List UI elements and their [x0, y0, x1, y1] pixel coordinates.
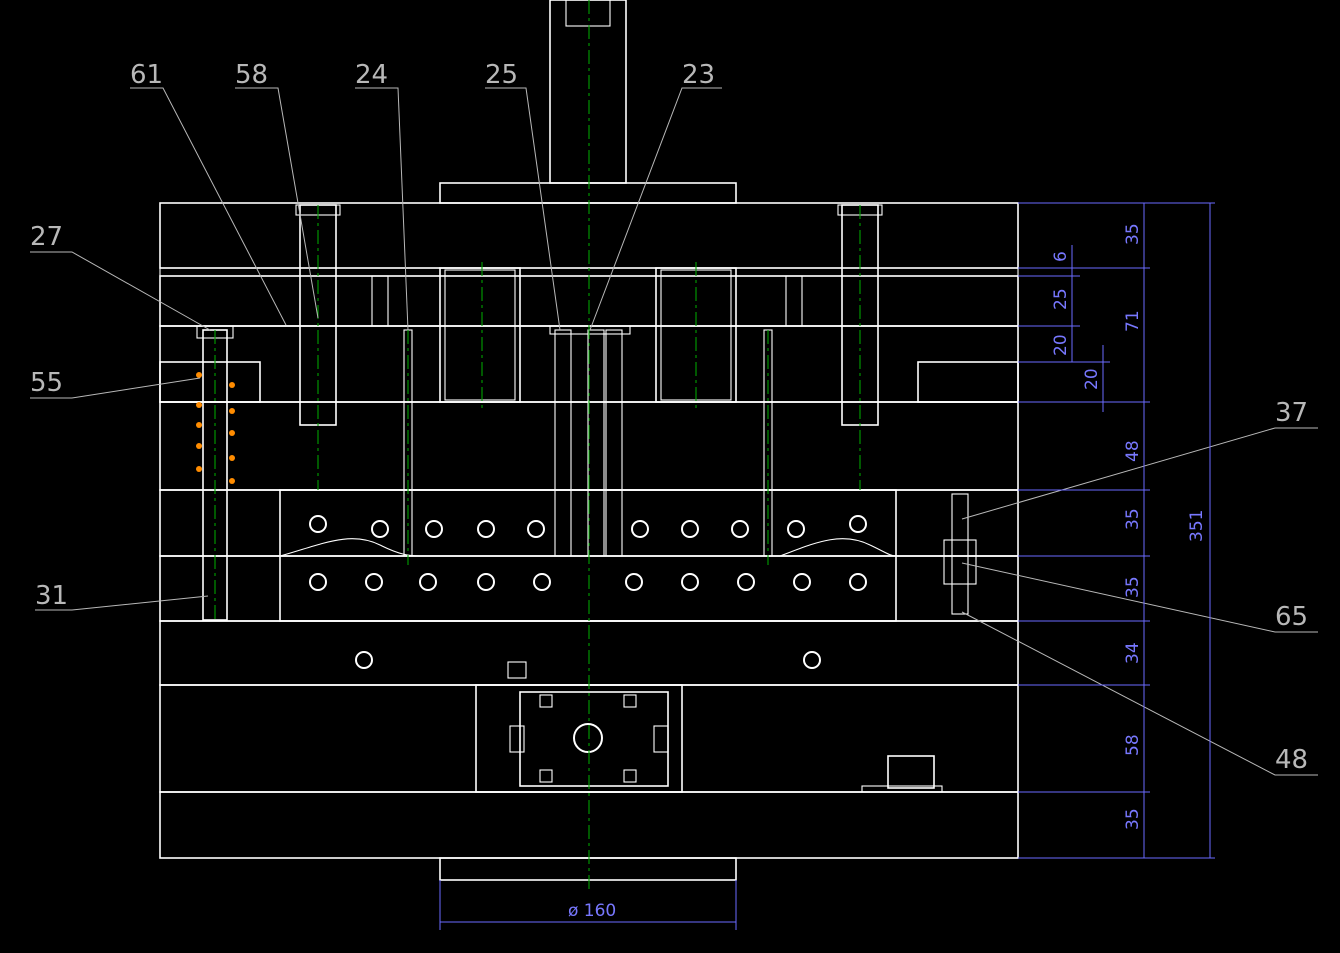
callout-31: 31 [35, 581, 68, 611]
dim-34: 34 [1123, 642, 1143, 664]
dim-6: 6 [1051, 251, 1071, 262]
ejector-pins [403, 325, 773, 557]
return-spring [196, 372, 235, 484]
dim-351: 351 [1187, 510, 1207, 542]
dim-48: 48 [1123, 440, 1143, 462]
callout-61: 61 [130, 60, 163, 90]
sprue-bushing [439, 0, 737, 204]
callout-37: 37 [1275, 398, 1308, 428]
callout-48: 48 [1275, 745, 1308, 775]
dim-35-top: 35 [1123, 223, 1143, 245]
center-lines [214, 0, 861, 890]
dim-25: 25 [1051, 288, 1071, 310]
dim-58: 58 [1123, 734, 1143, 756]
callout-55: 55 [30, 368, 63, 398]
callout-58: 58 [235, 60, 268, 90]
dimension-lines [439, 202, 1215, 930]
dim-ring-diameter: ø 160 [568, 901, 616, 921]
dim-35-b: 35 [1123, 508, 1143, 530]
dimension-labels: 6 25 20 20 35 71 48 35 35 34 58 35 351 ø… [568, 223, 1207, 921]
dim-20-b: 20 [1082, 368, 1102, 390]
callout-23: 23 [682, 60, 715, 90]
callout-24: 24 [355, 60, 388, 90]
callout-25: 25 [485, 60, 518, 90]
leader-lines [30, 87, 1318, 776]
callout-labels: 61 58 24 25 23 27 55 31 37 65 48 [30, 60, 1308, 775]
cooling-holes [309, 515, 867, 669]
callout-65: 65 [1275, 602, 1308, 632]
dim-35-c: 35 [1123, 576, 1143, 598]
parting-lock [943, 493, 977, 615]
dim-20-a: 20 [1051, 334, 1071, 356]
callout-27: 27 [30, 222, 63, 252]
dim-71: 71 [1123, 310, 1143, 332]
dim-35-bottom: 35 [1123, 808, 1143, 830]
